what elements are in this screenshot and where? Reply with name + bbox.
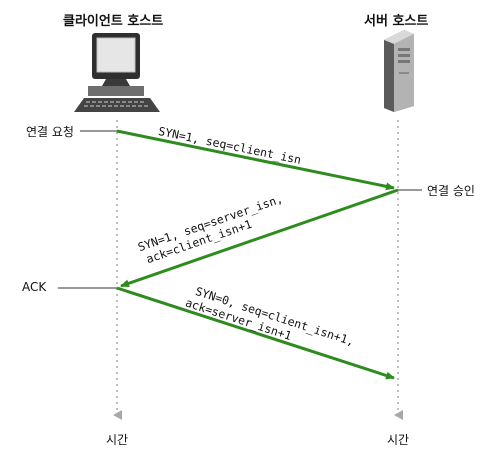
ack-arrow — [116, 286, 395, 380]
server-time-label: 시간 — [387, 433, 410, 447]
server-host-title: 서버 호스트 — [364, 14, 429, 29]
connect-request-label: 연결 요청 — [26, 125, 74, 139]
server-tower-icon — [384, 30, 414, 112]
synack-arrow — [120, 188, 399, 288]
ack-label: ACK — [22, 280, 47, 294]
connect-accept-label: 연결 승인 — [427, 184, 475, 198]
desktop-computer-icon — [74, 33, 160, 112]
client-time-label: 시간 — [106, 433, 129, 447]
client-host-title: 클라이언트 호스트 — [63, 14, 164, 29]
syn-arrow — [116, 129, 395, 191]
